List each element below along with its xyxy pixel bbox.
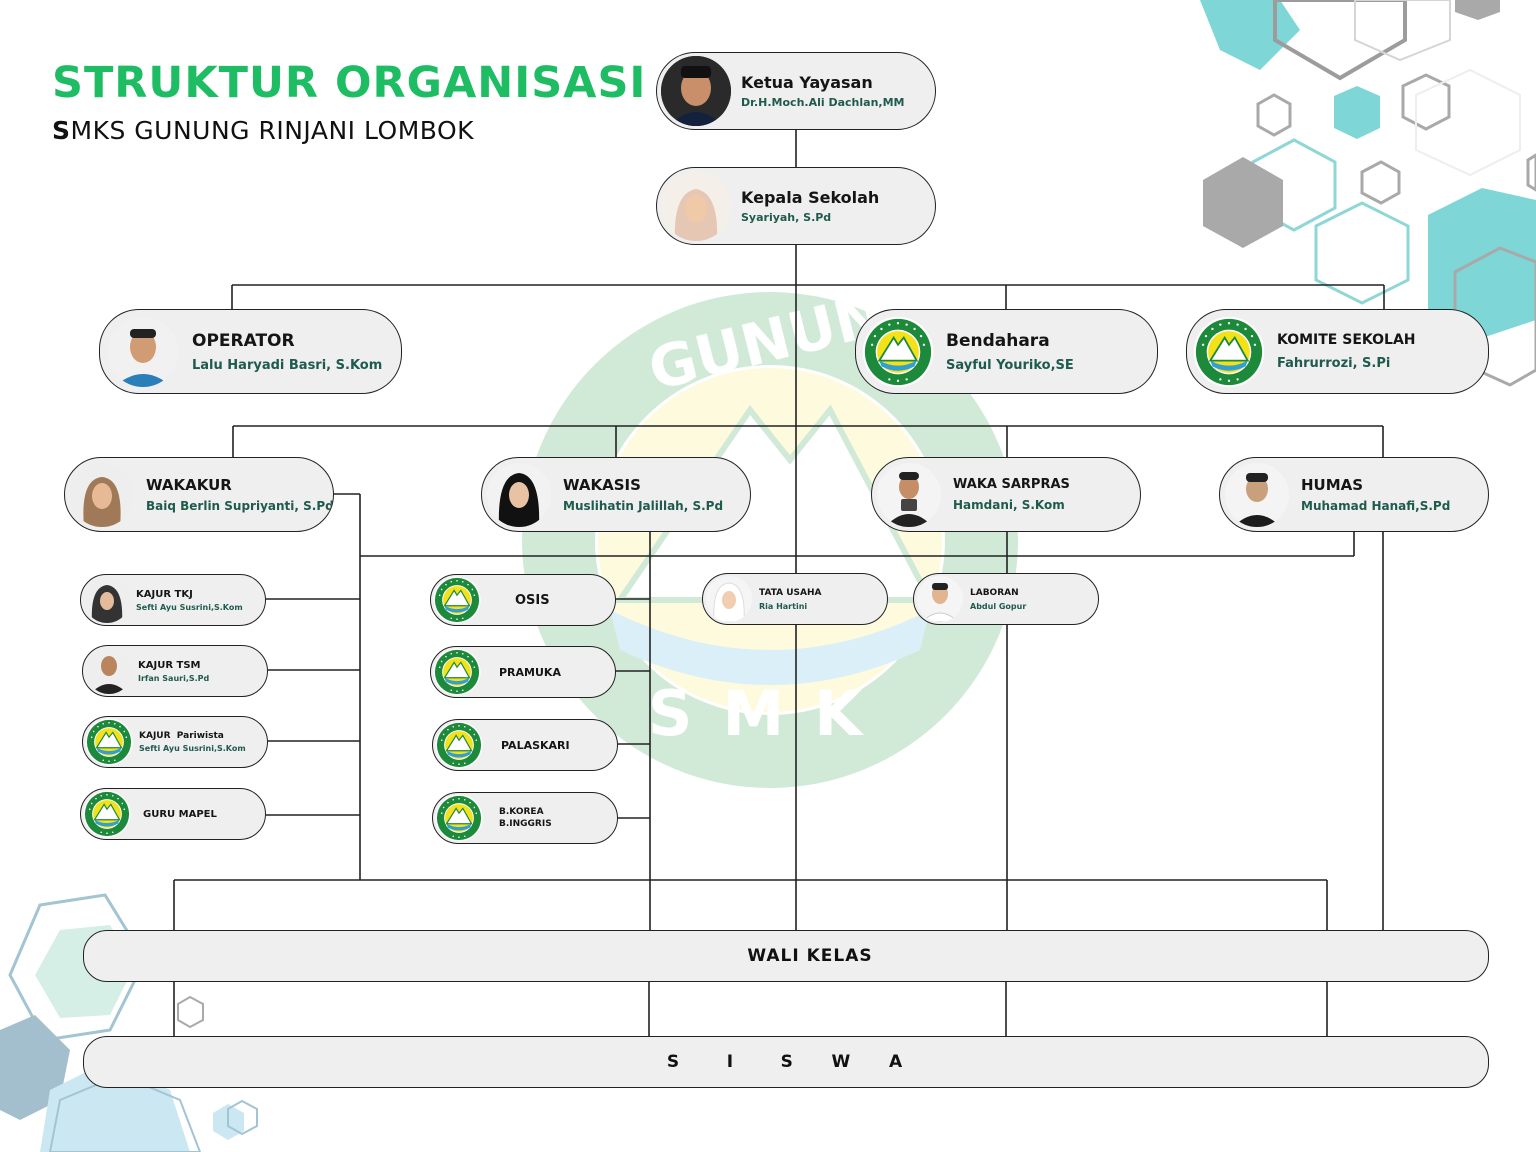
avatar-photo [706,576,752,622]
node-role: WAKAKUR [146,476,232,494]
avatar-photo [1225,462,1289,527]
avatar-photo [917,576,963,622]
node-wakakur[interactable]: WAKAKUR Baiq Berlin Supriyanti, S.Pd [64,457,334,532]
node-role: PRAMUKA [499,665,561,679]
watermark-smk-text: SMK [648,677,892,750]
school-logo-icon [433,648,481,696]
avatar-photo [108,316,178,387]
node-person-name: Syariyah, S.Pd [741,211,832,224]
node-person-name: Lalu Haryadi Basri, S.Kom [192,357,383,373]
node-person-name: Ria Hartini [759,601,808,611]
node-role: KAJUR TKJ [136,588,193,600]
node-kajur-tkj[interactable]: KAJUR TKJ Sefti Ayu Susrini,S.Kom [80,574,266,626]
page-title: STRUKTUR ORGANISASI [52,58,647,108]
node-komite-sekolah[interactable]: KOMITE SEKOLAH Fahrurrozi, S.Pi [1186,309,1489,394]
avatar-photo [661,171,731,241]
node-waka-sarpras[interactable]: WAKA SARPRAS Hamdani, S.Kom [871,457,1141,532]
node-palaskari[interactable]: PALASKARI [432,719,618,771]
bottom-left-hexagons [0,893,258,1152]
avatar-photo [877,462,941,527]
node-role: B.KOREA [499,807,544,817]
node-role: Bendahara [946,330,1050,351]
node-wakasis[interactable]: WAKASIS Muslihatin Jalillah, S.Pd [481,457,751,532]
node-role: Ketua Yayasan [741,73,873,92]
node-kajur-pariwisata[interactable]: KAJUR Pariwista Sefti Ayu Susrini,S.Kom [82,716,268,768]
avatar-photo [487,462,551,527]
node-laboran[interactable]: LABORAN Abdul Gopur [913,573,1099,625]
node-role: TATA USAHA [759,587,822,598]
wali-kelas-bar[interactable]: WALI KELAS [83,930,1489,982]
node-tata-usaha[interactable]: TATA USAHA Ria Hartini [702,573,888,625]
node-person-name: Fahrurrozi, S.Pi [1277,356,1391,371]
node-person-name: Abdul Gopur [970,601,1027,611]
node-role: KAJUR TSM [138,659,201,671]
subtitle-initial: S [52,116,71,145]
node-role-second: B.INGGRIS [499,819,552,829]
node-person-name: Sefti Ayu Susrini,S.Kom [136,602,243,612]
school-logo-icon [85,718,133,766]
school-logo-icon [862,316,934,388]
node-person-name: Irfan Sauri,S.Pd [138,673,210,683]
school-logo-icon [433,576,481,624]
wali-kelas-label: WALI KELAS [747,946,873,966]
node-role: PALASKARI [501,738,570,752]
node-guru-mapel[interactable]: GURU MAPEL [80,788,266,840]
school-logo-icon [435,721,483,769]
node-person-name: Dr.H.Moch.Ali Dachlan,MM [741,96,905,109]
node-pramuka[interactable]: PRAMUKA [430,646,616,698]
node-bahasa[interactable]: B.KOREA B.INGGRIS [432,792,618,844]
siswa-bar[interactable]: S I S W A [83,1036,1489,1088]
school-logo-icon [1193,316,1265,388]
avatar-photo [84,577,130,623]
node-person-name: Baiq Berlin Supriyanti, S.Pd [146,499,334,513]
node-humas[interactable]: HUMAS Muhamad Hanafi,S.Pd [1219,457,1489,532]
node-kajur-tsm[interactable]: KAJUR TSM Irfan Sauri,S.Pd [82,645,268,697]
node-role: KOMITE SEKOLAH [1277,332,1416,348]
siswa-label: S I S W A [666,1052,906,1072]
node-person-name: Sayful Youriko,SE [946,357,1074,373]
node-person-name: Muslihatin Jalillah, S.Pd [563,499,724,513]
avatar-photo [86,648,132,694]
node-bendahara[interactable]: Bendahara Sayful Youriko,SE [855,309,1158,394]
node-role: Kepala Sekolah [741,188,880,207]
node-person-name: Hamdani, S.Kom [953,498,1065,512]
avatar-photo [70,462,134,527]
node-ketua-yayasan[interactable]: Ketua Yayasan Dr.H.Moch.Ali Dachlan,MM [656,52,936,130]
node-role: KAJUR Pariwista [139,731,224,741]
node-role: GURU MAPEL [143,808,217,820]
node-role: LABORAN [970,587,1019,598]
node-person-name: Muhamad Hanafi,S.Pd [1301,499,1451,513]
node-kepala-sekolah[interactable]: Kepala Sekolah Syariyah, S.Pd [656,167,936,245]
school-logo-icon [83,790,131,838]
node-role: HUMAS [1301,476,1364,494]
avatar-photo [661,56,731,126]
node-role: OSIS [515,592,550,608]
node-person-name: Sefti Ayu Susrini,S.Kom [139,744,246,753]
node-operator[interactable]: OPERATOR Lalu Haryadi Basri, S.Kom [99,309,402,394]
node-osis[interactable]: OSIS [430,574,616,626]
page-subtitle: SMKS GUNUNG RINJANI LOMBOK [52,116,474,145]
school-logo-icon [435,794,483,842]
node-role: OPERATOR [192,330,295,351]
subtitle-rest: MKS GUNUNG RINJANI LOMBOK [70,116,475,145]
node-role: WAKA SARPRAS [953,477,1070,492]
node-role: WAKASIS [563,476,641,494]
